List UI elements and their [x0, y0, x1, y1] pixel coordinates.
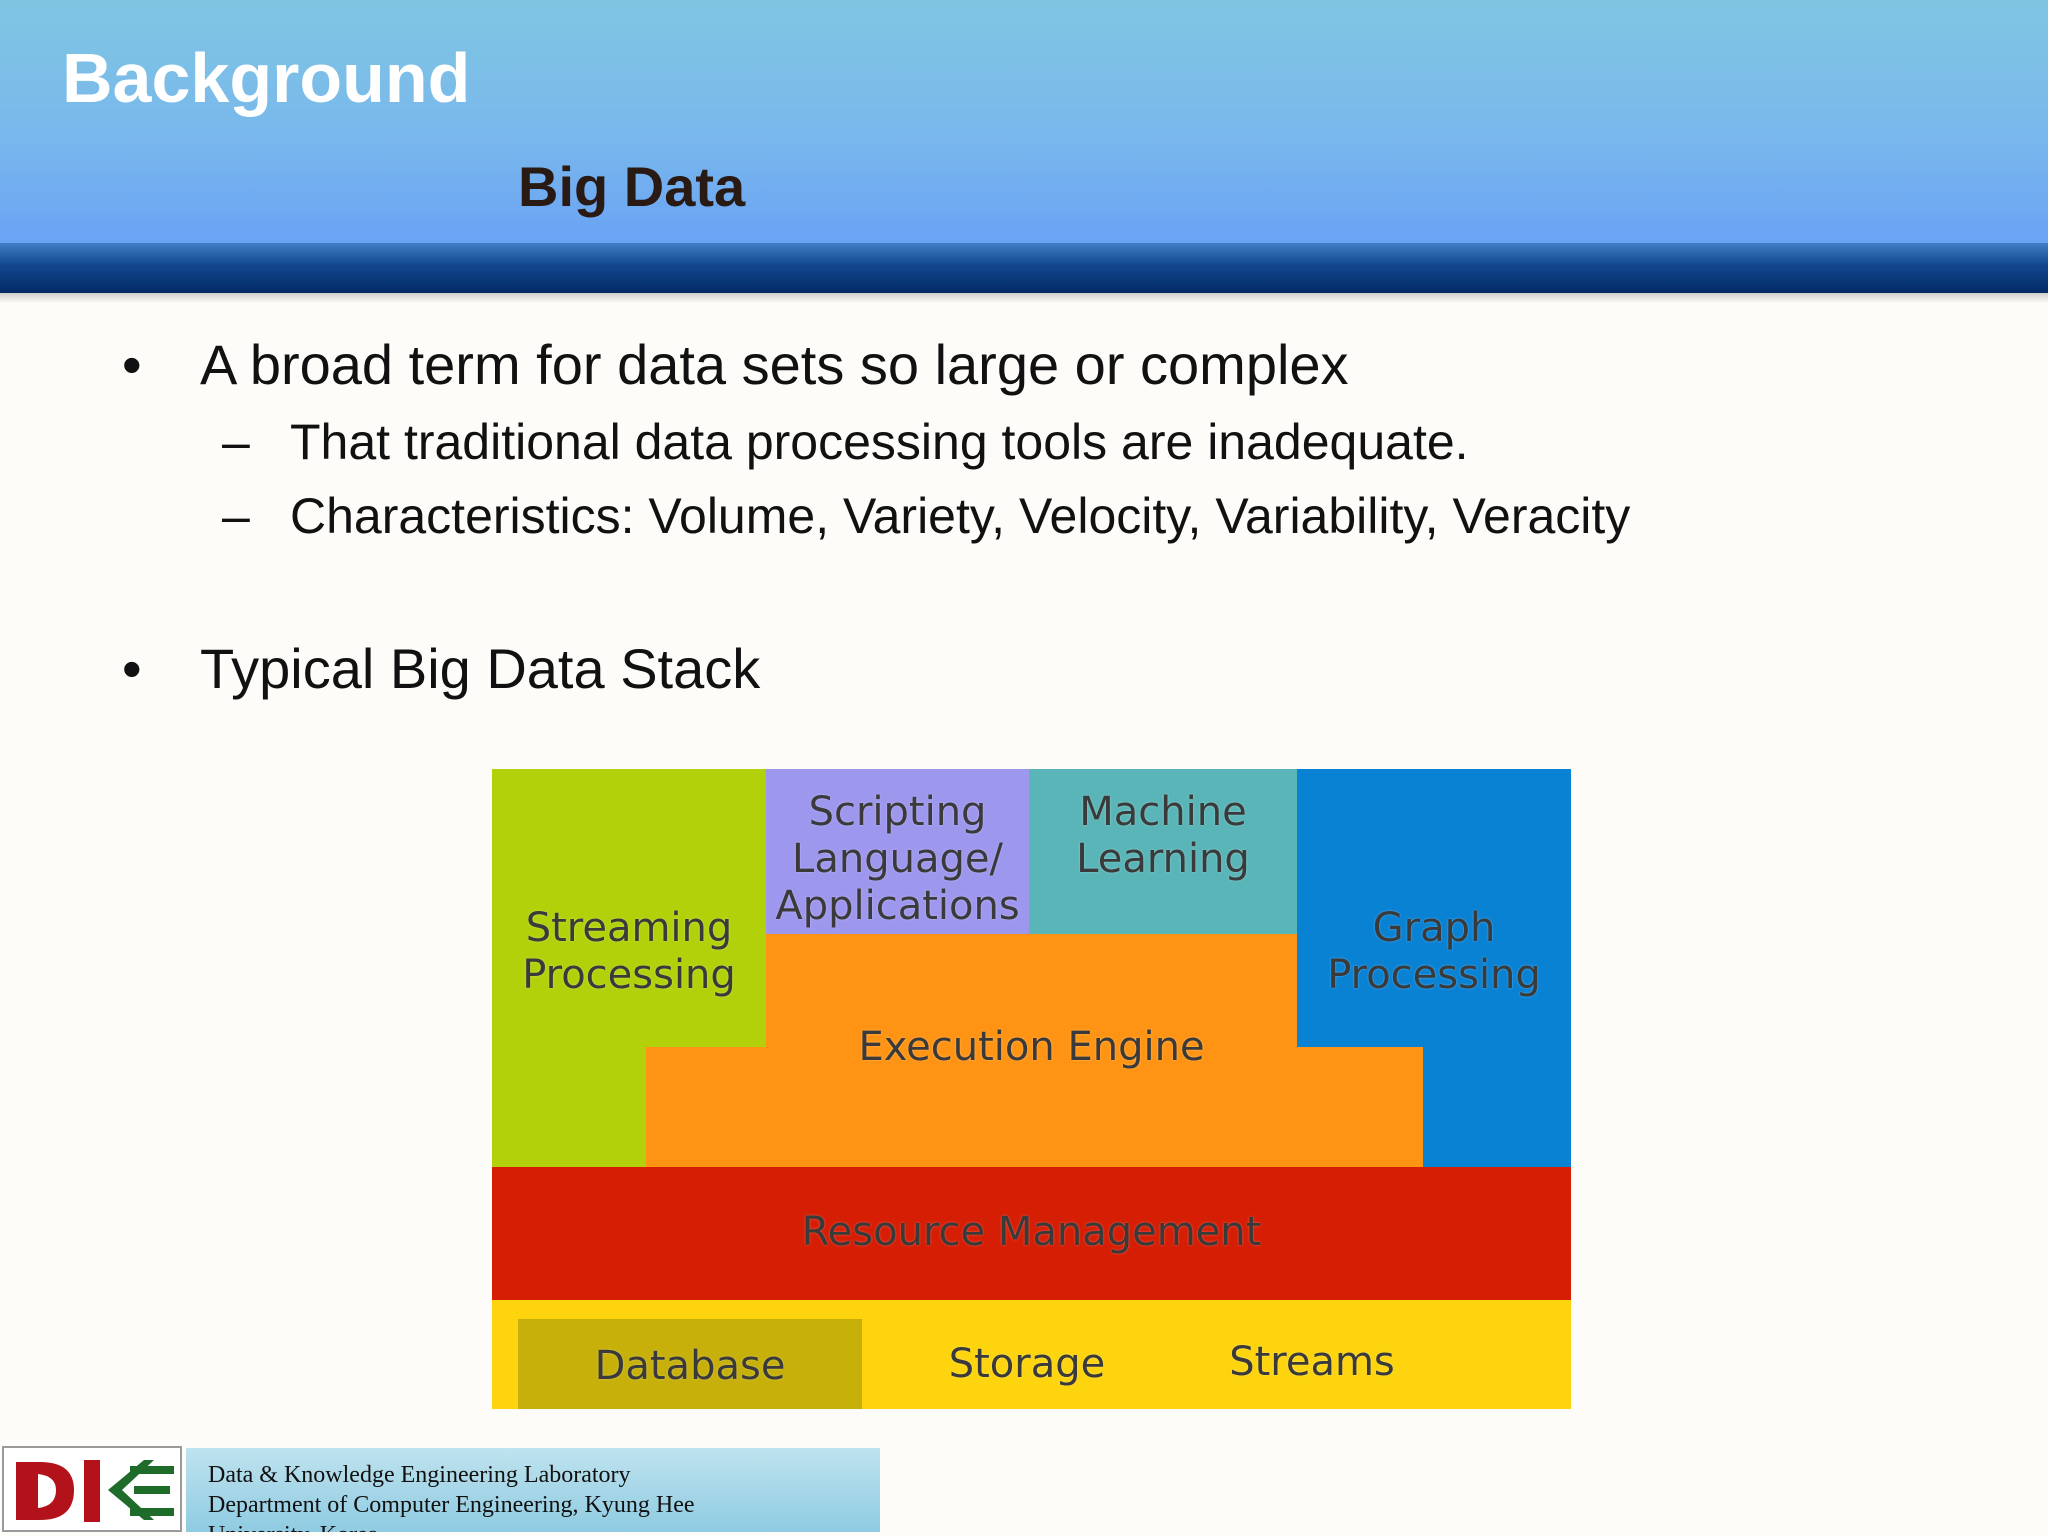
sub-bullet-marker: –: [222, 488, 250, 544]
bullet-marker: •: [122, 333, 142, 396]
streams-label: Streams: [1229, 1339, 1395, 1385]
footer-lab-info: Data & Knowledge Engineering Laboratory …: [186, 1448, 880, 1532]
resource-management-label: Resource Management: [801, 1209, 1262, 1255]
streaming-processing-label: Streaming Processing: [522, 905, 736, 998]
database-label: Database: [594, 1343, 786, 1389]
slide-subtitle: Big Data: [518, 155, 746, 218]
header-shadow: [0, 293, 2048, 303]
machine-learning-block: [1029, 769, 1297, 934]
big-data-stack-diagram: Streaming Processing Scripting Language/…: [492, 769, 1571, 1409]
database-block: [518, 1319, 862, 1409]
scripting-language-block: [766, 769, 1029, 934]
machine-learning-label: Machine Learning: [1076, 789, 1250, 882]
scripting-language-label: Scripting Language/ Applications: [775, 789, 1020, 929]
storage-label: Storage: [948, 1341, 1106, 1387]
footer-university: University, Korea: [208, 1520, 378, 1532]
header-bar: [0, 0, 2048, 243]
lab-logo: [2, 1446, 182, 1532]
header-band: [0, 243, 2048, 293]
graph-processing-label: Graph Processing: [1327, 905, 1541, 998]
execution-engine-lower-block: [646, 1047, 1423, 1167]
bullet-text: Typical Big Data Stack: [200, 637, 761, 700]
sub-bullet-text: That traditional data processing tools a…: [290, 414, 1469, 470]
bullet-text: A broad term for data sets so large or c…: [200, 333, 1349, 396]
sub-bullet-text: Characteristics: Volume, Variety, Veloci…: [290, 488, 1631, 544]
execution-engine-label: Execution Engine: [858, 1024, 1205, 1070]
slide-title: Background: [62, 39, 471, 117]
sub-bullet-marker: –: [222, 414, 250, 470]
footer-department: Department of Computer Engineering, Kyun…: [208, 1492, 695, 1518]
bullet-marker: •: [122, 637, 142, 700]
resource-management-block: [492, 1167, 1571, 1300]
footer-lab-name: Data & Knowledge Engineering Laboratory: [208, 1462, 631, 1488]
dke-logo-icon: [16, 1460, 174, 1522]
